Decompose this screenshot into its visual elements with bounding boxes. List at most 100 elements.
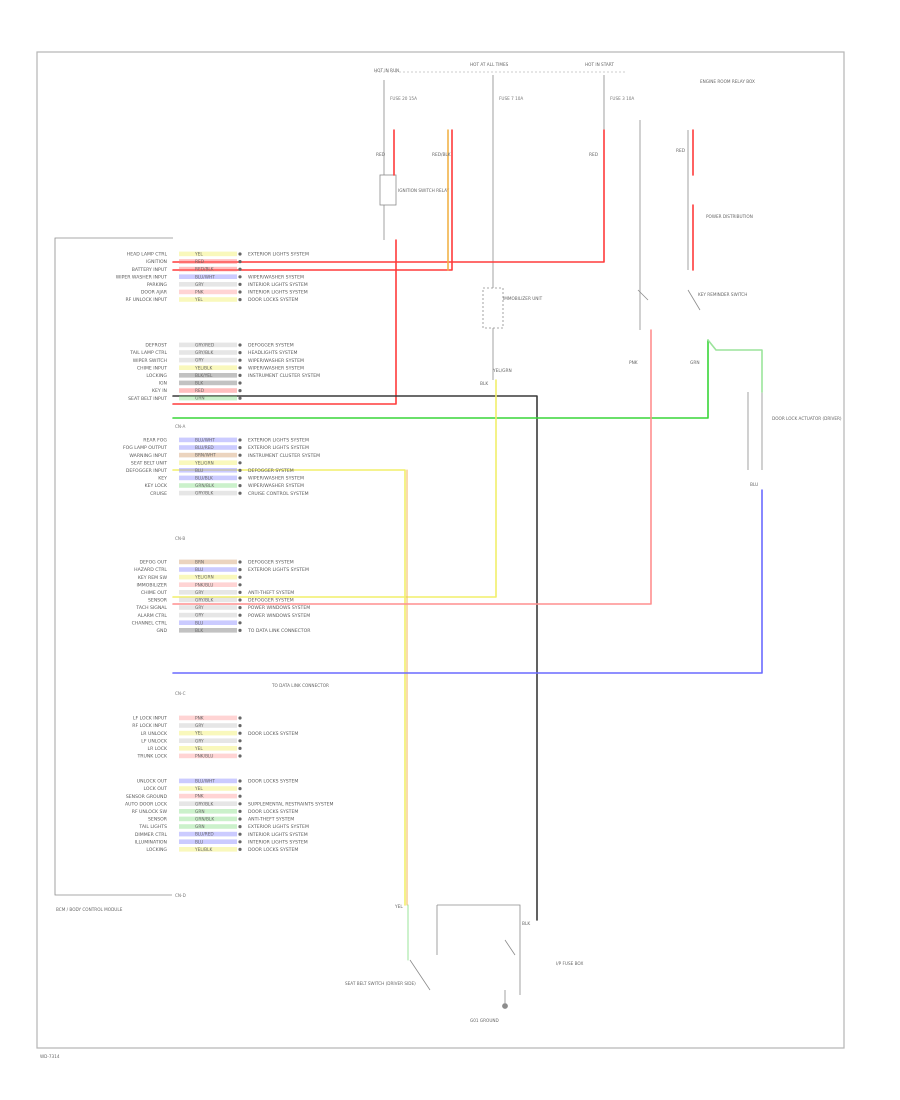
pin-name: LOCKING (146, 847, 167, 853)
pin-name: KEY IN (152, 388, 167, 394)
wire-group (172, 129, 763, 961)
pin-name: ALARM CTRL (138, 613, 168, 619)
pin-name: SENSOR (148, 817, 168, 823)
pin-wire-color: YEL (194, 731, 203, 737)
pin-name: WIPER WASHER INPUT (116, 274, 168, 280)
pin-wire-swatch (179, 824, 237, 829)
pin-terminal (238, 628, 242, 633)
relay-ignition (379, 130, 397, 240)
pin-terminal (238, 275, 242, 279)
pin-wire-swatch (179, 801, 237, 806)
pin-name: DEFOG OUT (139, 560, 167, 566)
label-seat-belt-switch: SEAT BELT SWITCH (DRIVER SIDE) (345, 981, 416, 986)
pin-wire-swatch (179, 605, 237, 610)
label-hot-in-run: HOT IN RUN (374, 68, 399, 73)
pin-terminal (238, 754, 242, 758)
connector-a-label: CN-A (175, 424, 185, 429)
immobilizer-box (482, 130, 504, 380)
pin-name: TRUNK LOCK (136, 754, 167, 760)
pin-destination: CRUISE CONTROL SYSTEM (248, 491, 309, 497)
pin-name: PARKING (147, 282, 168, 288)
pin-terminal (238, 568, 242, 572)
pin-wire-color: YEL/GRN (194, 460, 214, 466)
tag-w6: GRN (690, 360, 700, 366)
pin-wire-color: YEL/GRN (194, 575, 214, 581)
pin-wire-color: YEL (194, 786, 203, 792)
pin-wire-color: GRN (195, 824, 205, 830)
label-ignition-switch-relay: IGNITION SWITCH RELAY (398, 188, 450, 193)
pin-name: TACH SIGNAL (135, 605, 167, 611)
fuse-2: FUSE 7 10A (492, 75, 523, 130)
label-door-lock-actuator: DOOR LOCK ACTUATOR (DRIVER) (772, 416, 842, 421)
pin-destination: DOOR LOCKS SYSTEM (248, 809, 298, 815)
pin-terminal (238, 598, 242, 602)
wire-red-battery (172, 129, 453, 271)
pin-terminal (238, 438, 242, 442)
pin-wire-color: GRY/BLK (195, 598, 213, 604)
pin-name: ILLUMINATION (135, 839, 167, 845)
pin-wire-color: GRY (195, 590, 204, 596)
pin-wire-color: BRN (195, 560, 204, 566)
pin-terminal (238, 802, 242, 806)
pin-name: KEY REM SW (138, 575, 168, 581)
pin-wire-swatch (179, 380, 237, 386)
label-module: BCM / BODY CONTROL MODULE (56, 907, 123, 912)
pin-wire-color: BLU/RED (195, 445, 214, 451)
pin-destination: TO DATA LINK CONNECTOR (247, 628, 311, 634)
pin-wire-color: YEL (194, 746, 203, 752)
svg-text:FUSE 20 15A: FUSE 20 15A (390, 96, 417, 101)
pin-name: SENSOR (148, 598, 168, 604)
pin-terminal (238, 746, 242, 751)
pin-terminal (238, 739, 242, 743)
pin-name: DEFOGGER INPUT (126, 468, 167, 474)
pin-wire-color: BLU (195, 468, 203, 474)
pin-name: GND (156, 628, 167, 634)
pin-terminal (238, 252, 242, 256)
pin-wire-swatch (179, 730, 237, 736)
pin-name: SEAT BELT INPUT (128, 396, 167, 402)
pin-wire-color: BLU (195, 839, 203, 845)
pin-wire-color: BLU (195, 567, 203, 573)
pin-wire-swatch (179, 738, 237, 743)
pin-name: LF UNLOCK (141, 738, 168, 744)
pin-wire-color: GRN (195, 809, 205, 815)
pin-wire-color: YEL (194, 252, 203, 258)
wire-blue-channel (172, 489, 763, 674)
pin-destination: HEADLIGHTS SYSTEM (248, 350, 297, 356)
pin-destination: DEFOGGER SYSTEM (248, 560, 294, 566)
pin-name: WIPER SWITCH (133, 358, 167, 364)
pin-name: BATTERY INPUT (132, 267, 167, 273)
pin-wire-swatch (179, 460, 237, 465)
pin-wire-color: BLU/BLK (195, 476, 213, 482)
pin-wire-swatch (179, 597, 237, 603)
pin-wire-swatch (179, 746, 237, 751)
pin-terminal (238, 560, 242, 564)
pin-destination: EXTERIOR LIGHTS SYSTEM (248, 824, 309, 830)
pin-terminal (238, 484, 242, 488)
label-immobilizer-unit: IMMOBILIZER UNIT (503, 296, 543, 301)
pin-destination: ANTI-THEFT SYSTEM (248, 590, 294, 596)
pin-wire-color: PNK (195, 794, 204, 800)
pin-terminal (238, 491, 242, 495)
pin-wire-swatch (179, 816, 237, 822)
pin-terminal (238, 832, 242, 836)
pin-name: RF LOCK INPUT (132, 723, 167, 729)
pin-wire-swatch (179, 475, 237, 481)
pin-wire-swatch (179, 831, 237, 837)
pin-wire-color: YEL (194, 297, 203, 303)
pin-terminal (238, 290, 242, 294)
tag-w8: PNK (629, 360, 638, 366)
tag-w9: BLU (750, 482, 758, 488)
label-fuse-box: I/P FUSE BOX (556, 961, 583, 966)
pin-wire-swatch (179, 559, 237, 565)
pin-terminal (238, 343, 242, 347)
pin-destination: DEFOGGER SYSTEM (248, 598, 294, 604)
pin-wire-color: PNK (195, 290, 204, 296)
pin-terminal (238, 282, 242, 286)
pin-wire-swatch (179, 350, 237, 355)
pin-wire-swatch (179, 753, 237, 759)
pin-destination: POWER WINDOWS SYSTEM (248, 605, 310, 611)
pin-destination: WIPER/WASHER SYSTEM (248, 365, 304, 371)
pin-wire-swatch (179, 251, 237, 257)
